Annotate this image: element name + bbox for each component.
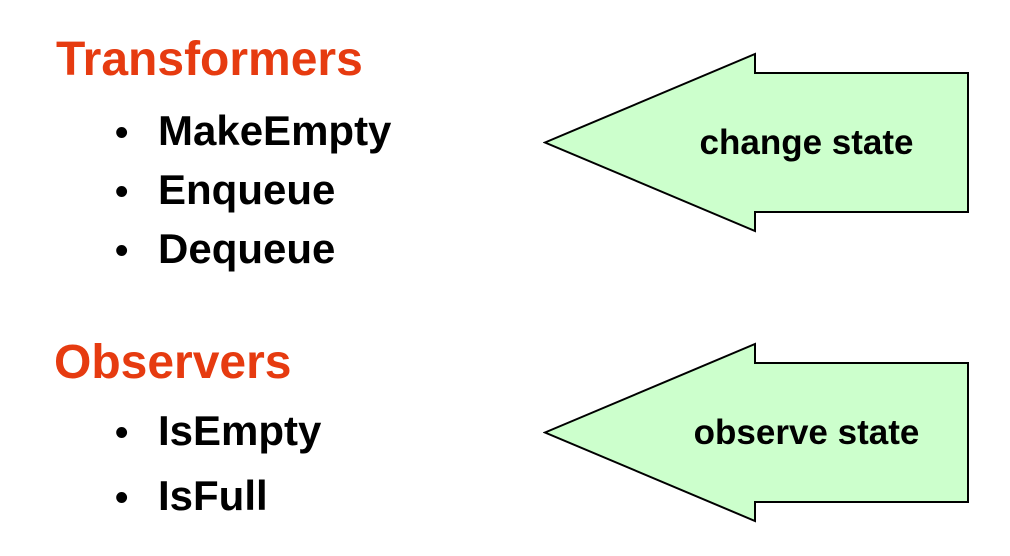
transformers-bullet-list: • MakeEmpty • Enqueue • Dequeue xyxy=(112,101,391,278)
list-item: • Dequeue xyxy=(112,219,391,278)
list-item-label: IsFull xyxy=(158,472,268,519)
section-heading-observers: Observers xyxy=(54,336,292,389)
list-item: • IsEmpty xyxy=(112,398,321,463)
arrow-label-observe-state: observe state xyxy=(693,412,920,452)
list-item-label: Dequeue xyxy=(158,225,336,272)
observers-bullet-list: • IsEmpty • IsFull xyxy=(112,398,321,528)
bullet-icon: • xyxy=(115,171,129,213)
list-item-label: MakeEmpty xyxy=(158,107,392,154)
list-item: • IsFull xyxy=(112,463,321,528)
list-item-label: IsEmpty xyxy=(158,407,322,454)
bullet-icon: • xyxy=(115,112,129,154)
section-heading-transformers: Transformers xyxy=(56,33,363,86)
bullet-icon: • xyxy=(115,230,129,272)
list-item-label: Enqueue xyxy=(158,166,336,213)
left-arrow-icon xyxy=(543,342,969,523)
left-arrow-icon xyxy=(543,52,969,233)
list-item: • Enqueue xyxy=(112,160,391,219)
bullet-icon: • xyxy=(115,412,129,454)
list-item: • MakeEmpty xyxy=(112,101,391,160)
arrow-label-change-state: change state xyxy=(699,122,914,162)
bullet-icon: • xyxy=(115,477,129,519)
